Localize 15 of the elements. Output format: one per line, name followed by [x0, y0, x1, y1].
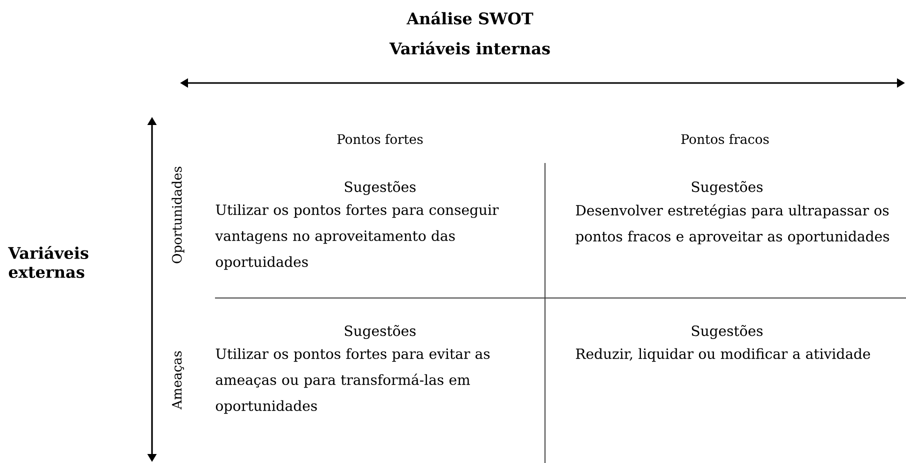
- row-heading: Oportunidades: [172, 166, 184, 264]
- suggestion-text: Reduzir, liquidar ou modificar a atividade: [576, 348, 870, 362]
- title: Análise SWOT: [406, 11, 534, 24]
- suggestion-text: Utilizar os pontos fortes para evitar as ameaças ou para transformá-las em oportunidades: [216, 348, 490, 414]
- suggestion-heading: Sugestões: [344, 324, 416, 339]
- suggestion-heading: Sugestões: [344, 181, 416, 195]
- suggestion-heading: Sugestões: [692, 181, 763, 195]
- axis-title: Variáveis internas: [389, 41, 550, 54]
- suggestion-text: Utilizar os pontos fortes para conseguir vantagens no aproveitamento das oportuidades: [215, 204, 499, 270]
- suggestion-heading: Sugestões: [692, 324, 763, 339]
- column-heading: Pontos fracos: [681, 134, 769, 144]
- column-heading: Pontos fortes: [337, 134, 423, 144]
- suggestion-text: Desenvolver estretégias para ultrapassar os pontos fracos e aproveitar as oportunidades: [576, 204, 890, 244]
- side-title: Variáveis externas: [8, 246, 88, 278]
- row-heading: Ameaças: [172, 351, 184, 410]
